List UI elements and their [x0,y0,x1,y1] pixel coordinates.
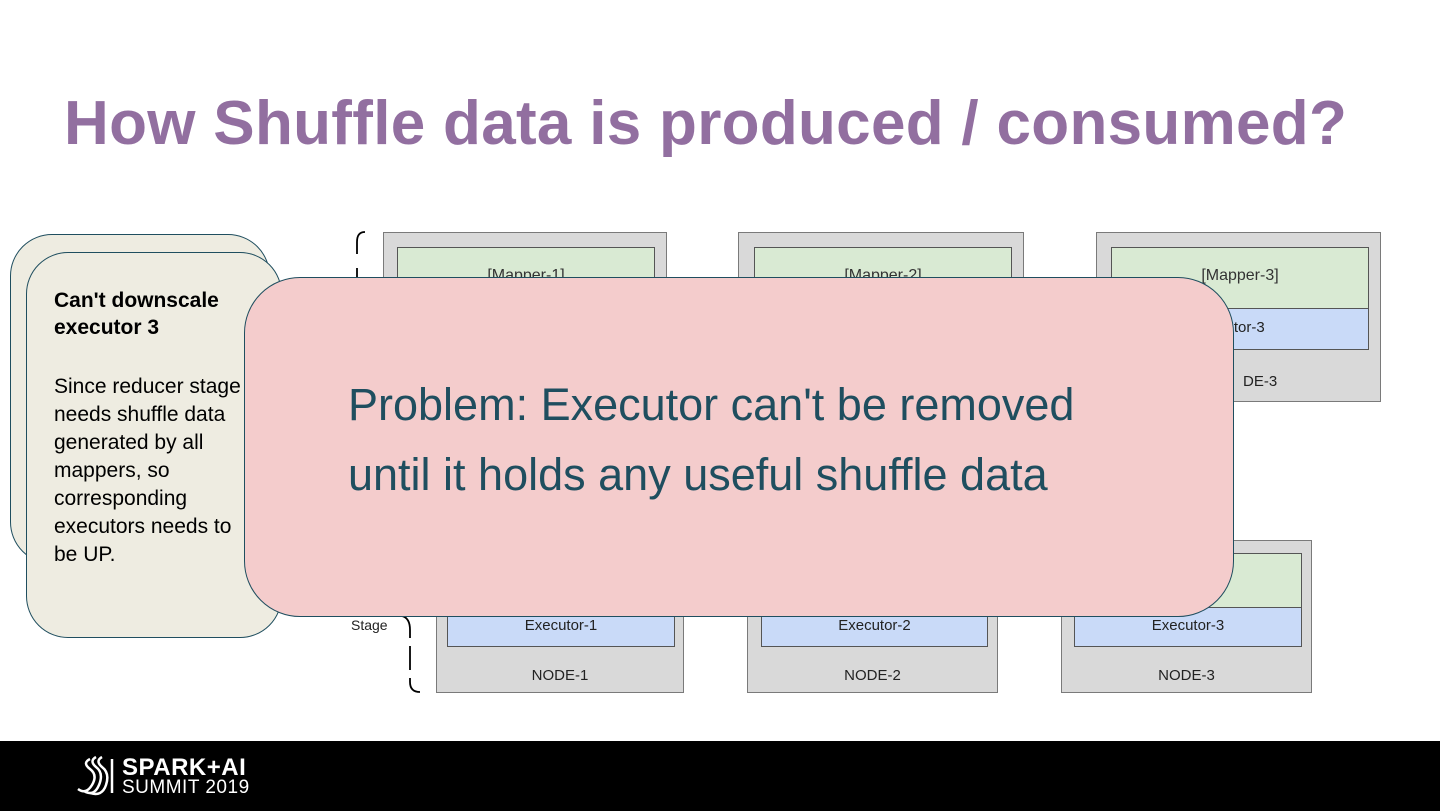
stage-label: Stage [351,617,388,633]
reducer-node-1-label: NODE-1 [531,667,589,684]
slide-title: How Shuffle data is produced / consumed? [64,89,1348,158]
mapper-node-3-label: DE-3 [1243,373,1278,390]
reducer-stage-bracket [401,615,421,693]
problem-callout-text: Problem: Executor can't be removed until… [348,379,1075,500]
note-card: Can't downscale executor 3 Since reducer… [26,252,282,638]
note-card-heading: Can't downscale executor 3 [54,289,219,339]
footer-bar: SPARK+AI SUMMIT 2019 [0,741,1440,811]
reducer-node-2-label: NODE-2 [844,667,901,684]
reducer-node-3-label: NODE-3 [1158,667,1215,684]
logo-text-line2: SUMMIT 2019 [122,777,250,798]
problem-callout: Problem: Executor can't be removed until… [244,277,1234,617]
spark-ai-logo-icon [77,755,114,796]
logo-text-line1: SPARK+AI [122,754,247,781]
note-card-body: Since reducer stage needs shuffle data g… [54,375,241,566]
